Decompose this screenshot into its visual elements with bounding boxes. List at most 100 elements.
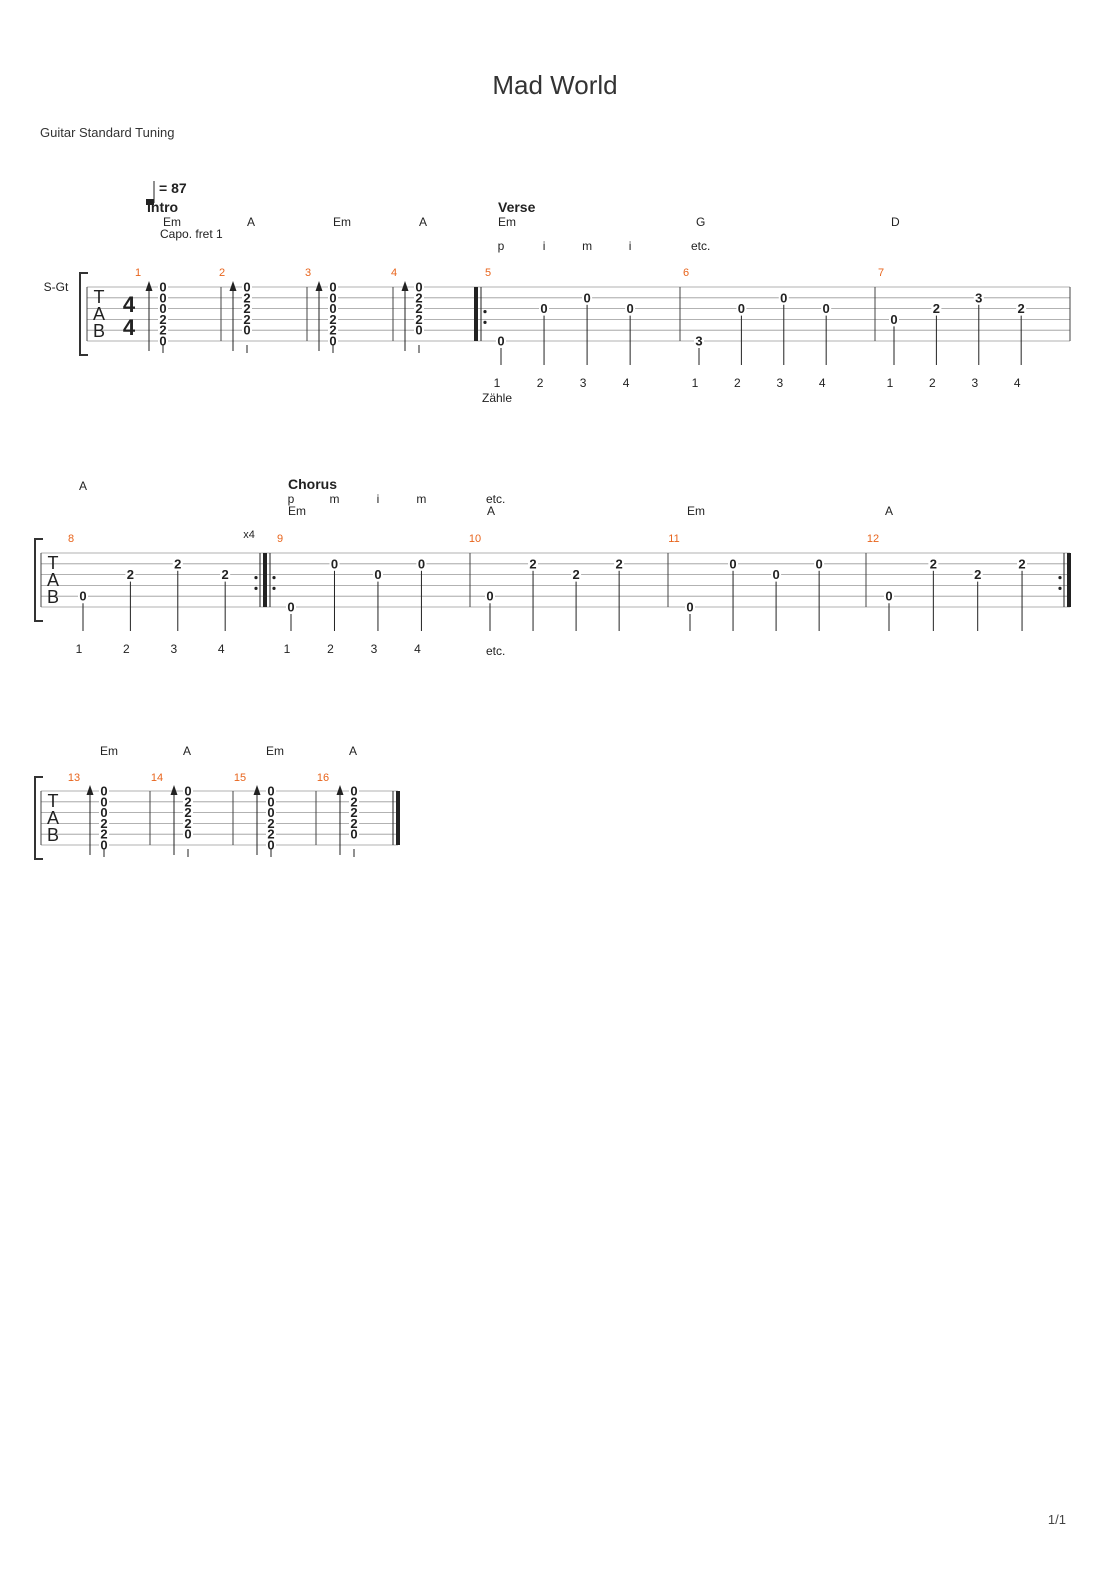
fret-bg [414,281,424,293]
fret-number: 0 [331,556,338,571]
fret-bg [821,302,832,315]
repeat-thick [263,553,267,607]
fret-number: 0 [729,556,736,571]
fret-bg [242,291,252,304]
measure-number: 1 [135,267,141,279]
fret-number: 0 [350,827,357,842]
repeat-dot [1058,586,1062,591]
fret-number: 2 [616,556,623,571]
fret-bg [242,281,252,293]
fret-bg [625,302,636,315]
fret-bg [728,557,739,570]
measure-number: 4 [391,267,397,279]
fret-number: 0 [329,290,336,305]
fret-number: 0 [267,805,274,820]
beat-count: 3 [580,376,587,390]
fret-number: 0 [415,280,422,295]
tab-clef-letter: A [47,808,59,828]
capo-label: Capo. fret 1 [160,227,223,241]
fret-number: 2 [184,805,191,820]
fret-number: 2 [184,794,191,809]
fret-bg [328,302,338,315]
fret-number: 0 [184,827,191,842]
repeat-dot [483,320,487,324]
measure-number: 5 [485,267,491,279]
fret-number: 0 [329,301,336,316]
fret-bg [329,557,340,570]
fret-number: 0 [159,290,166,305]
track-label: S-Gt [44,280,69,294]
fret-number: 0 [287,600,294,615]
strum-up-arrow-icon [86,785,94,795]
tempo-note-head [146,199,154,205]
fret-bg [183,795,193,808]
fret-bg [349,795,359,808]
fret-bg [694,335,704,347]
measure-number: 16 [317,772,329,784]
strum-up-arrow-icon [170,785,178,795]
fret-bg [496,335,506,347]
beat-count: 1 [692,376,699,390]
fret-bg [266,817,276,830]
beat-count: 2 [327,642,334,656]
fingering-mark: m [416,492,426,506]
beat-count: 2 [734,376,741,390]
tab-clef-letter: A [93,304,105,324]
fret-number: 0 [100,794,107,809]
fret-number: 2 [1018,301,1025,316]
fret-number: 0 [159,334,166,349]
fret-bg [771,568,782,581]
measure-number: 10 [469,533,481,545]
fret-bg [183,806,193,819]
fret-number: 2 [329,312,336,327]
fret-bg [183,817,193,830]
fret-bg [183,785,193,797]
fret-bg [158,335,168,347]
fret-number: 2 [974,567,981,582]
fret-bg [328,291,338,304]
beat-count: 3 [170,642,177,656]
system-bracket [34,776,43,860]
chord-name: Em [288,504,306,518]
fret-bg [158,302,168,315]
fret-bg [884,590,894,603]
fret-bg [158,291,168,304]
tab-clef-letter: B [93,321,105,341]
fret-bg [889,313,899,326]
fret-number: 2 [243,301,250,316]
fret-bg [266,839,276,851]
beat-count: 1 [494,376,501,390]
fret-bg [582,291,593,304]
fret-bg [778,291,789,304]
repeat-dot [1058,576,1062,580]
chord-name: A [487,504,495,518]
fret-number: 0 [184,784,191,799]
tempo-marking: = 87 [159,180,187,196]
fret-bg [414,313,424,326]
measure-number: 3 [305,267,311,279]
time-signature-bottom: 4 [123,315,136,340]
fret-number: 0 [350,784,357,799]
fret-number: 0 [890,312,897,327]
fret-bg [349,785,359,797]
strum-up-arrow-icon [253,785,261,795]
fret-bg [328,335,338,347]
fret-bg [814,557,825,570]
fret-number: 3 [975,290,982,305]
fret-number: 0 [159,301,166,316]
repeat-count: x4 [243,529,255,541]
fret-number: 0 [823,301,830,316]
fret-bg [328,281,338,293]
time-signature-top: 4 [123,292,136,317]
tab-clef-letter: T [48,791,59,811]
page-number: 1/1 [1047,1512,1066,1527]
fret-number: 2 [1018,556,1025,571]
fret-number: 2 [184,816,191,831]
fret-bg [266,828,276,841]
fret-bg [328,324,338,337]
fret-number: 2 [222,567,229,582]
